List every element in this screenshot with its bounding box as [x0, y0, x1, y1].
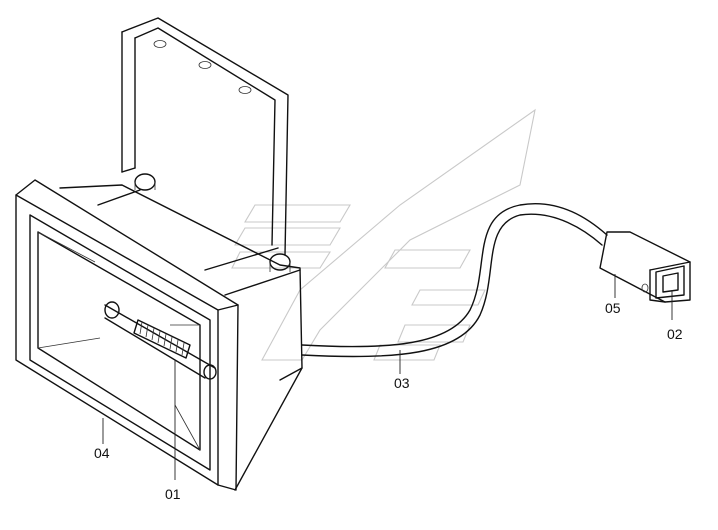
callout-01: 01: [165, 486, 181, 502]
pivot-bolt-right: [269, 253, 291, 272]
leader-lines: [102, 274, 673, 480]
cable: [301, 203, 608, 358]
plug-connector: [599, 231, 691, 303]
halogen-lamp: [104, 301, 217, 380]
watermark-logo: [231, 108, 536, 361]
callout-05: 05: [605, 300, 621, 316]
lamp-housing: [59, 184, 303, 491]
front-frame: [15, 179, 239, 491]
mounting-bracket: [121, 17, 289, 256]
callout-03: 03: [394, 375, 410, 391]
callout-02: 02: [667, 326, 683, 342]
callout-04: 04: [94, 445, 110, 461]
pivot-bolt-left: [134, 173, 156, 191]
